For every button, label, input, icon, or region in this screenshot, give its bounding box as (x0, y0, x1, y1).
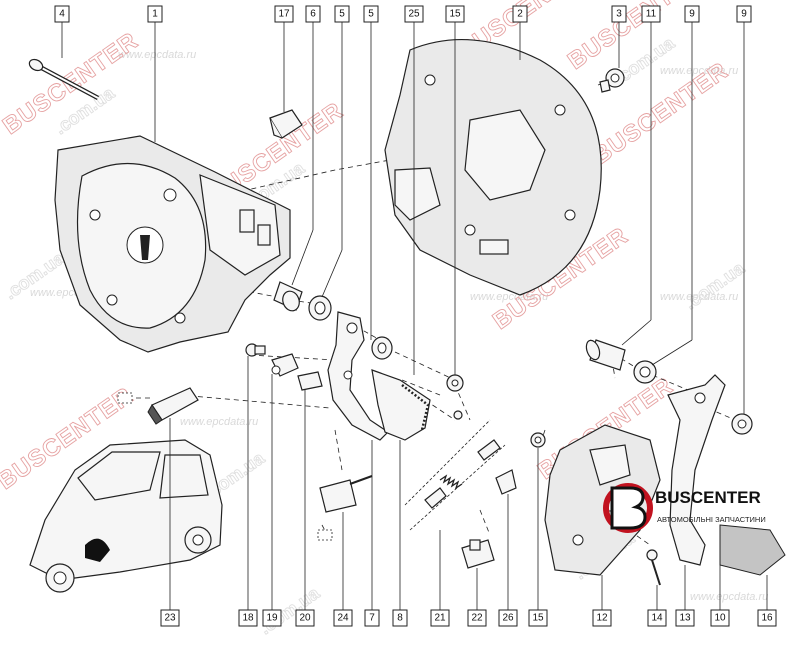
insulation-pad-part-2 (384, 38, 602, 296)
bushing-part-9 (633, 360, 753, 435)
pedal-pad-part-16 (719, 524, 786, 576)
callout-label: 9 (736, 5, 752, 23)
callout-label: 13 (675, 609, 695, 627)
watermark-url: www.epcdata.ru (690, 591, 768, 603)
callout-label: 22 (467, 609, 487, 627)
callout-label: 1 (147, 5, 163, 23)
watermark-url: www.epcdata.ru (118, 49, 196, 61)
svg-text:9: 9 (689, 9, 695, 20)
svg-text:15: 15 (532, 613, 544, 624)
clip-part-19 (271, 353, 299, 377)
svg-text:20: 20 (299, 613, 311, 624)
svg-text:10: 10 (714, 613, 726, 624)
bushing-part-6 (273, 281, 303, 312)
bushing-part-5 (308, 295, 393, 360)
callout-label: 3 (611, 5, 627, 23)
watermark-url: www.epcdata.ru (470, 291, 548, 303)
svg-text:5: 5 (368, 9, 374, 20)
callouts-top: 4 1 17 6 5 5 25 15 2 3 11 9 9 (54, 5, 752, 23)
bolt-part-14 (646, 549, 661, 586)
watermark-url: www.epcdata.ru (660, 65, 738, 77)
clip-part-26 (495, 469, 517, 495)
pedal-arm-right (667, 374, 726, 566)
bump-stop-part-18 (245, 343, 266, 357)
svg-text:15: 15 (449, 9, 461, 20)
svg-text:12: 12 (596, 613, 608, 624)
svg-text:16: 16 (761, 613, 773, 624)
callout-label: 8 (392, 609, 408, 627)
svg-text:3: 3 (616, 9, 622, 20)
svg-text:13: 13 (679, 613, 691, 624)
watermark-url: www.epcdata.ru (180, 416, 258, 428)
svg-text:5: 5 (339, 9, 345, 20)
callout-label: 23 (160, 609, 180, 627)
callout-label: 16 (757, 609, 777, 627)
sleeve-part-11 (585, 339, 626, 371)
buscenter-logo: BUSCENTER АВТОМОБІЛЬНІ ЗАПЧАСТИНИ (603, 483, 766, 533)
svg-text:4: 4 (59, 9, 65, 20)
vehicle-thumbnail (29, 439, 223, 593)
svg-text:24: 24 (337, 613, 349, 624)
svg-text:19: 19 (266, 613, 278, 624)
callout-label: 12 (592, 609, 612, 627)
callout-label: 9 (684, 5, 700, 23)
svg-text:11: 11 (646, 9, 657, 20)
svg-text:1: 1 (152, 9, 158, 20)
svg-text:26: 26 (502, 613, 514, 624)
bracket-part-22 (461, 539, 495, 569)
svg-text:17: 17 (278, 9, 290, 20)
svg-text:6: 6 (310, 9, 316, 20)
pedal-bracket-part-1 (54, 135, 291, 353)
callout-label: 11 (641, 5, 661, 23)
callout-label: 5 (363, 5, 379, 23)
callout-label: 19 (262, 609, 282, 627)
svg-text:25: 25 (408, 9, 420, 20)
callout-label: 14 (647, 609, 667, 627)
callout-label: 26 (498, 609, 518, 627)
svg-text:2: 2 (517, 9, 523, 20)
quadrant-part-8 (371, 369, 431, 441)
callout-label: 2 (512, 5, 528, 23)
callout-label: 5 (334, 5, 350, 23)
leader-lines (61, 22, 768, 610)
callout-label: 24 (333, 609, 353, 627)
clip-part-17 (269, 109, 303, 139)
svg-text:21: 21 (434, 613, 446, 624)
callout-label: 15 (528, 609, 548, 627)
watermark-domain: .com.ua (681, 257, 749, 313)
callout-label: 6 (305, 5, 321, 23)
svg-text:7: 7 (369, 613, 375, 624)
callout-label: 15 (445, 5, 465, 23)
logo-name: BUSCENTER (655, 488, 761, 507)
callout-label: 7 (364, 609, 380, 627)
push-nut-part-3 (599, 68, 625, 93)
callout-label: 10 (710, 609, 730, 627)
callout-label: 21 (430, 609, 450, 627)
svg-text:23: 23 (164, 613, 176, 624)
nut-part-15 (446, 374, 546, 448)
svg-text:22: 22 (471, 613, 483, 624)
callout-label: 20 (295, 609, 315, 627)
callout-label: 17 (274, 5, 294, 23)
watermark-url: www.epcdata.ru (660, 291, 738, 303)
svg-text:18: 18 (242, 613, 254, 624)
svg-text:9: 9 (741, 9, 747, 20)
stop-switch-part-24 (317, 475, 373, 541)
clip-part-20 (297, 371, 323, 391)
logo-tagline: АВТОМОБІЛЬНІ ЗАПЧАСТИНИ (657, 515, 766, 524)
bolt-part-4 (28, 58, 100, 100)
callouts-bottom: 23 18 19 20 24 7 8 21 22 26 15 12 14 13 … (160, 609, 777, 627)
callout-label: 4 (54, 5, 70, 23)
callout-label: 18 (238, 609, 258, 627)
svg-text:8: 8 (397, 613, 403, 624)
svg-text:14: 14 (651, 613, 663, 624)
callout-label: 25 (404, 5, 424, 23)
spring-assembly-part-21 (404, 410, 506, 531)
switch-part-23 (117, 387, 199, 425)
mounting-bracket-part-12 (544, 424, 661, 576)
